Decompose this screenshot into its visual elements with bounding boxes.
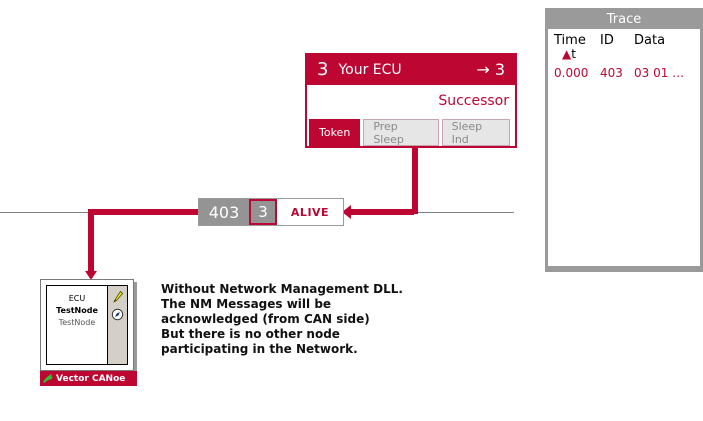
canoe-node-label-ecu: ECU bbox=[68, 294, 86, 303]
canoe-node-label-testnode-bold: TestNode bbox=[56, 306, 98, 315]
trace-panel-title: Trace bbox=[606, 12, 642, 27]
ecu-node-number: 3 bbox=[317, 59, 329, 80]
ecu-tab-sleep-ind[interactable]: Sleep Ind bbox=[441, 119, 510, 146]
annotation-line-2: The NM Messages will be bbox=[161, 297, 332, 311]
vector-canoe-logo: Vector CANoe bbox=[40, 371, 137, 386]
trace-cell-id: 403 bbox=[600, 66, 623, 80]
canoe-node-inner: ECU TestNode TestNode bbox=[46, 285, 128, 365]
ecu-panel-title: Your ECU bbox=[338, 62, 402, 78]
ecu-tab-bar: Token Prep Sleep Sleep Ind bbox=[307, 116, 515, 146]
canoe-node-frame: ECU TestNode TestNode bbox=[40, 279, 134, 371]
annotation-line-4: But there is no other node bbox=[161, 327, 340, 341]
trace-column-time[interactable]: Time bbox=[554, 33, 586, 48]
ecu-tab-token[interactable]: Token bbox=[309, 119, 361, 146]
message-state-badge: ALIVE bbox=[277, 199, 343, 225]
vector-canoe-logo-text: Vector CANoe bbox=[56, 373, 126, 384]
message-node-number: 3 bbox=[249, 199, 277, 225]
trace-sort-label: t bbox=[571, 47, 576, 61]
vector-arrow-icon bbox=[43, 374, 53, 383]
can-message-box: 403 3 ALIVE bbox=[198, 198, 344, 226]
connector-ecu-arrow-icon bbox=[342, 205, 351, 219]
trace-column-data[interactable]: Data bbox=[634, 33, 666, 48]
connector-node-arrow-icon bbox=[85, 271, 97, 280]
canoe-node-label-testnode: TestNode bbox=[58, 318, 96, 327]
trace-column-id[interactable]: ID bbox=[600, 33, 614, 48]
sort-ascending-icon: ▲ bbox=[562, 47, 572, 61]
annotation-line-3: acknowledged (from CAN side) bbox=[161, 312, 370, 326]
connector-ecu-vertical bbox=[412, 148, 418, 214]
compass-icon[interactable] bbox=[111, 308, 124, 321]
ecu-panel-header: 3 Your ECU → 3 bbox=[307, 55, 515, 85]
ecu-successor-label: Successor bbox=[438, 92, 509, 109]
annotation-text: Without Network Management DLL. The NM M… bbox=[161, 282, 431, 357]
annotation-line-5: participating in the Network. bbox=[161, 342, 358, 356]
ecu-tab-prep-sleep[interactable]: Prep Sleep bbox=[363, 119, 439, 146]
ecu-panel: 3 Your ECU → 3 Successor Token Prep Slee… bbox=[305, 53, 517, 148]
trace-cell-time: 0.000 bbox=[554, 66, 589, 80]
trace-column-headers: Time ID Data bbox=[554, 33, 700, 48]
trace-sort-indicator: ▲t bbox=[554, 48, 700, 61]
canoe-node-icon[interactable]: ECU TestNode TestNode bbox=[40, 279, 140, 387]
canoe-node-labels: ECU TestNode TestNode bbox=[47, 286, 107, 364]
trace-panel-body: Time ID Data ▲t 0.000 403 03 01 … bbox=[548, 29, 700, 266]
connector-node-vertical bbox=[88, 209, 94, 273]
pencil-icon[interactable] bbox=[112, 290, 124, 304]
connector-ecu-horizontal bbox=[350, 209, 414, 215]
message-id: 403 bbox=[199, 199, 249, 225]
annotation-line-1: Without Network Management DLL. bbox=[161, 282, 403, 296]
trace-cell-data: 03 01 … bbox=[634, 66, 685, 80]
trace-row[interactable]: 0.000 403 03 01 … bbox=[554, 66, 700, 80]
connector-node-horizontal bbox=[88, 209, 198, 215]
canoe-node-toolstrip bbox=[107, 286, 127, 364]
ecu-successor-row: Successor bbox=[307, 85, 515, 116]
trace-panel: Trace Time ID Data ▲t 0.000 403 03 01 … bbox=[545, 8, 703, 272]
ecu-successor-arrow: → 3 bbox=[476, 60, 505, 79]
